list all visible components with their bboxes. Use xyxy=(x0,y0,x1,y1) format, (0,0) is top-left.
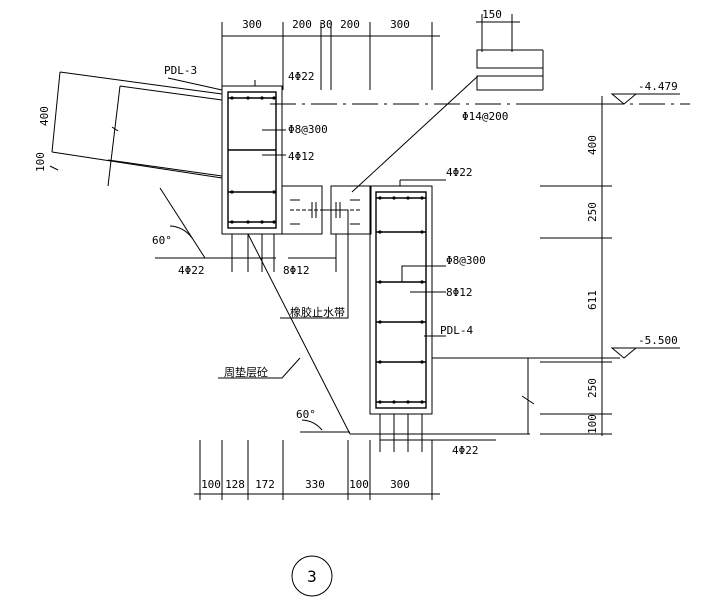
left-dim-100: 100 xyxy=(34,152,47,172)
rebar-phi14-label: Φ14@200 xyxy=(462,110,508,123)
pdl4-top-rebar: 4Φ22 xyxy=(446,166,473,179)
right-dim-5: 100 xyxy=(586,414,599,434)
beam-pdl3: PDL-3 4Φ22 Φ8@300 4Φ12 4Φ22 8Φ12 xyxy=(155,64,328,277)
cushion-label: 周垫层砼 xyxy=(224,365,268,379)
angle-label-b: 60° xyxy=(296,408,316,421)
bottom-dim-5: 100 xyxy=(349,478,369,491)
top-dim-4: 200 xyxy=(340,18,360,31)
right-dim-3: 611 xyxy=(586,290,599,310)
pdl3-label: PDL-3 xyxy=(164,64,197,77)
elevation-line-bottom: -5.500 xyxy=(610,334,680,359)
detail-marker: 3 xyxy=(291,555,333,597)
pdl4-side-rebar: 8Φ12 xyxy=(446,286,473,299)
bottom-dimension-chain: 100 128 172 330 100 300 xyxy=(194,440,440,500)
beam-connector: 橡胶止水带 Φ14@200 xyxy=(280,75,508,319)
bottom-dim-3: 172 xyxy=(255,478,275,491)
bar-detail-top-right: 150 xyxy=(476,8,544,91)
lower-slope: 60° 周垫层砼 xyxy=(218,233,620,435)
inclined-slab-left: 60° 400 100 xyxy=(34,71,223,259)
right-dimension-chain: 400 250 611 250 100 xyxy=(540,96,612,436)
pdl4-bottom-rebar: 4Φ22 xyxy=(452,444,479,457)
top-dim-5: 300 xyxy=(390,18,410,31)
bottom-dim-1: 100 xyxy=(201,478,221,491)
top-dim-1: 300 xyxy=(242,18,262,31)
beam-pdl4: 4Φ22 Φ8@300 8Φ12 PDL-4 4Φ22 xyxy=(369,166,496,457)
angle-label-a: 60° xyxy=(152,234,172,247)
right-dim-1: 400 xyxy=(586,135,599,155)
pdl3-top-rebar: 4Φ22 xyxy=(288,70,315,83)
dim-150: 150 xyxy=(482,8,502,21)
bottom-dim-4: 330 xyxy=(305,478,325,491)
left-dim-400: 400 xyxy=(38,106,51,126)
pdl3-side-rebar: 4Φ12 xyxy=(288,150,315,163)
pdl4-stirrup: Φ8@300 xyxy=(446,254,486,267)
right-dim-4: 250 xyxy=(586,378,599,398)
waterstop-label: 橡胶止水带 xyxy=(290,305,345,319)
right-dim-2: 250 xyxy=(586,202,599,222)
elev-top-label: -4.479 xyxy=(638,80,678,93)
elev-bottom-label: -5.500 xyxy=(638,334,678,347)
bottom-dim-2: 128 xyxy=(225,478,245,491)
pdl3-stirrup: Φ8@300 xyxy=(288,123,328,136)
detail-number: 3 xyxy=(307,567,317,586)
pdl3-bottom-rebar: 4Φ22 xyxy=(178,264,205,277)
bottom-dim-6: 300 xyxy=(390,478,410,491)
pdl4-label: PDL-4 xyxy=(440,324,473,337)
top-dimension-chain: 300 200 30 200 300 xyxy=(221,18,440,90)
elevation-line-top: -4.479 xyxy=(270,80,690,105)
top-dim-3: 30 xyxy=(319,18,332,31)
connector-rebar: 8Φ12 xyxy=(283,264,310,277)
top-dim-2: 200 xyxy=(292,18,312,31)
